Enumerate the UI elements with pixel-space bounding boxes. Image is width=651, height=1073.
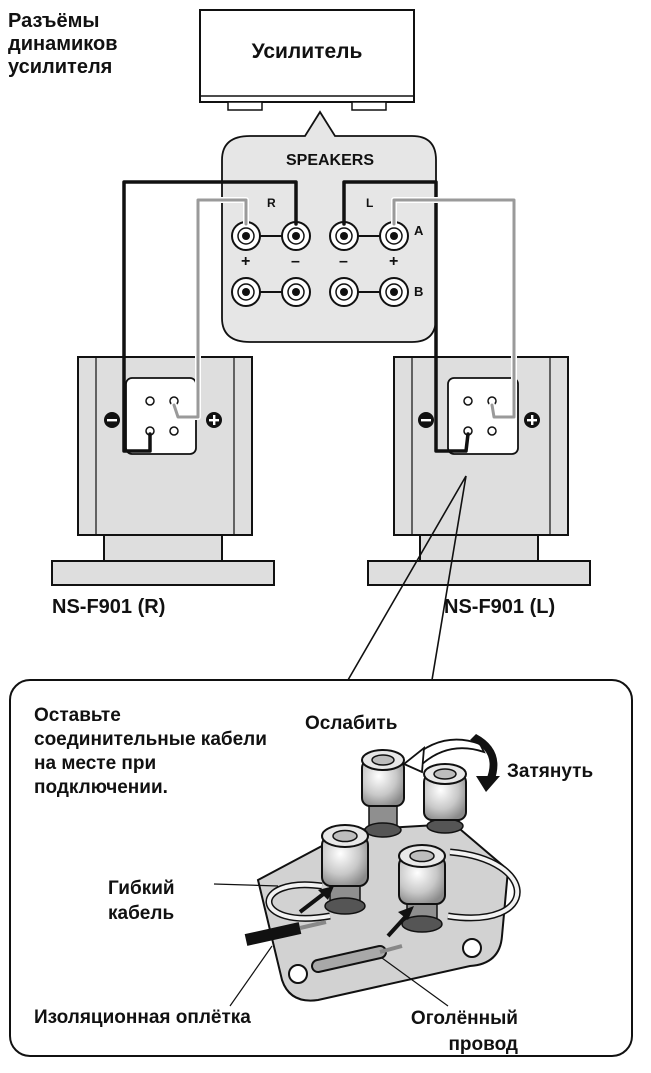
model-right-label: NS-F901 (R) bbox=[52, 596, 166, 618]
terminal-r-minus-a bbox=[281, 221, 311, 251]
amp-terminals-label: Разъёмы динамиков усилителя bbox=[8, 10, 118, 78]
channel-l-label: L bbox=[366, 196, 374, 210]
loosen-label: Ослабить bbox=[305, 713, 398, 734]
minus-sign-l: – bbox=[339, 253, 348, 270]
amplifier bbox=[199, 9, 415, 111]
terminal-l-minus-a bbox=[329, 221, 359, 251]
terminal-l-minus-b bbox=[329, 277, 359, 307]
binding-post-back-left bbox=[361, 749, 405, 838]
zoom-lines bbox=[347, 475, 467, 681]
insert-arrow-right bbox=[386, 912, 410, 938]
row-b-label: B bbox=[414, 284, 424, 299]
loosen-arrowhead bbox=[402, 745, 426, 774]
bare-wire-label: Оголённый провод bbox=[410, 1008, 518, 1055]
terminal-l-plus-b bbox=[379, 277, 409, 307]
speaker-wire-gray bbox=[311, 944, 403, 973]
cable-right-minus bbox=[122, 180, 298, 453]
terminal-r-minus-b bbox=[281, 277, 311, 307]
speaker-right bbox=[51, 356, 275, 586]
insulation-label: Изоляционная оплётка bbox=[34, 1007, 251, 1028]
insert-arrow-left bbox=[298, 890, 328, 914]
row-a-label: A bbox=[414, 223, 424, 238]
channel-r-label: R bbox=[267, 196, 276, 210]
plus-sign-l: + bbox=[389, 253, 399, 270]
flexible-cable-label: Гибкий кабель bbox=[108, 878, 175, 924]
leader-lines bbox=[213, 883, 449, 1007]
speakers-label: SPEAKERS bbox=[285, 152, 375, 169]
connection-note: Оставьте соединительные кабели на месте … bbox=[34, 705, 267, 798]
plus-sign-r: + bbox=[241, 253, 251, 270]
cable-left-minus bbox=[342, 180, 470, 453]
binding-post-front-right bbox=[398, 844, 446, 933]
tighten-arrowhead bbox=[476, 776, 500, 792]
speaker-wire-black bbox=[244, 920, 327, 946]
binding-post-front-left bbox=[321, 824, 369, 915]
binding-post-back-right bbox=[423, 763, 467, 834]
terminal-plate-detail bbox=[244, 749, 521, 1002]
amplifier-label: Усилитель bbox=[251, 40, 363, 63]
terminal-r-plus-b bbox=[231, 277, 261, 307]
rotation-arrow bbox=[402, 734, 500, 792]
speaker-left bbox=[367, 356, 591, 586]
tighten-label: Затянуть bbox=[507, 761, 594, 782]
speaker-cables bbox=[122, 180, 517, 453]
minus-sign-r: – bbox=[291, 253, 300, 270]
model-left-label: NS-F901 (L) bbox=[444, 596, 556, 618]
